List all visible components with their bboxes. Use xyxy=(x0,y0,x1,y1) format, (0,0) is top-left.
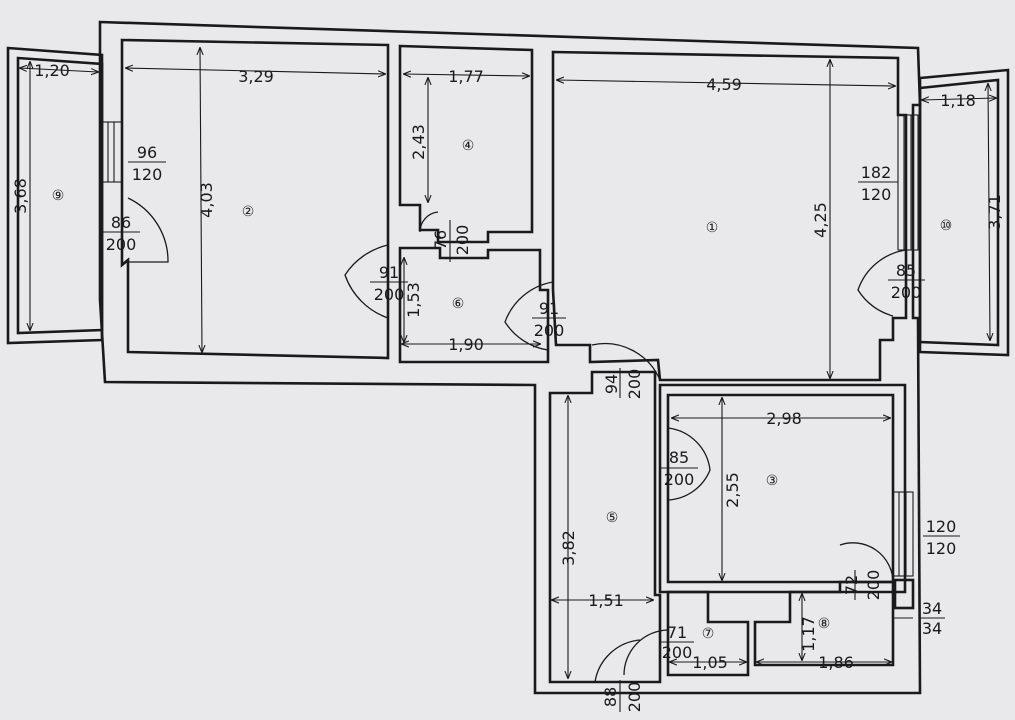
room-number-6: ⑥ xyxy=(452,296,465,312)
wall-outer xyxy=(98,20,922,695)
opening-label-window-room-3-width: 120 xyxy=(926,517,957,536)
opening-label-window-room-2-height: 120 xyxy=(132,165,163,184)
dimension-lines xyxy=(20,48,996,712)
dim-label-room-2-width: 3,29 xyxy=(238,67,274,86)
room-number-2: ② xyxy=(242,204,255,220)
opening-label-door-room-7-height: 200 xyxy=(662,643,693,662)
door-swing-room-6 xyxy=(344,244,389,319)
room-number-5: ⑤ xyxy=(606,510,619,526)
door-swing-room-10 xyxy=(857,249,907,317)
opening-label-door-room-3-width: 85 xyxy=(669,448,689,467)
opening-label-door-room-5-width: 94 xyxy=(602,374,621,394)
dim-label-room-8-width: 1,86 xyxy=(818,653,854,672)
wall-room-3 xyxy=(666,393,895,584)
door-swing-room-4 xyxy=(419,211,439,233)
opening-label-door-room-6-height: 200 xyxy=(374,285,405,304)
opening-label-window-room-1-width: 182 xyxy=(861,163,892,182)
window-room-1 xyxy=(897,114,919,251)
opening-label-door-room-2-width: 86 xyxy=(111,213,131,232)
dim-label-room-2-depth: 4,03 xyxy=(197,182,216,218)
door-swing-room-7 xyxy=(623,629,669,676)
wall-room-6 xyxy=(398,246,550,364)
room-number-9: ⑨ xyxy=(52,188,65,204)
dim-label-room-1-depth: 4,25 xyxy=(811,202,830,238)
opening-label-door-room-2-height: 200 xyxy=(106,235,137,254)
window-room-3 xyxy=(892,491,914,577)
wall-room-3-outer xyxy=(658,383,907,594)
door-swing-entrance xyxy=(594,639,641,683)
opening-label-door-room-8-height: 200 xyxy=(864,570,883,601)
room-number-4: ④ xyxy=(462,138,475,154)
opening-label-door-room-1-width: 91 xyxy=(539,299,559,318)
window-room-2 xyxy=(99,121,123,183)
dim-label-room-5-depth: 3,82 xyxy=(559,530,578,566)
wall-room-5 xyxy=(548,370,662,684)
window-room-8 xyxy=(893,607,913,619)
opening-label-vent-width: 34 xyxy=(922,599,942,618)
room-number-3: ③ xyxy=(766,473,779,489)
room-number-8: ⑧ xyxy=(818,616,831,632)
door-swing-room-2 xyxy=(127,197,169,263)
dim-label-balcony-10-width: 1,18 xyxy=(940,91,976,110)
windows xyxy=(99,114,919,619)
door-swing-room-5 xyxy=(591,342,661,381)
dim-label-room-6-width: 1,90 xyxy=(448,335,484,354)
opening-label-door-room-10-height: 200 xyxy=(891,283,922,302)
dim-label-room-1-width: 4,59 xyxy=(706,75,742,94)
opening-labels: 96 120 86 200 76 200 91 200 91 200 182 1… xyxy=(106,143,957,712)
opening-label-door-room-3-height: 200 xyxy=(664,470,695,489)
dim-label-balcony-10-depth: 3,71 xyxy=(985,194,1004,230)
dim-label-room-7-width: 1,05 xyxy=(692,653,728,672)
wall-room-7 xyxy=(666,590,750,677)
dim-label-room-3-depth: 2,55 xyxy=(723,472,742,508)
dim-label-room-8-depth: 1,17 xyxy=(799,616,818,652)
opening-label-entrance-width: 88 xyxy=(601,687,620,707)
opening-label-entrance-height: 200 xyxy=(625,682,644,713)
opening-label-door-room-7-width: 71 xyxy=(667,623,687,642)
wall-room-1 xyxy=(551,50,908,382)
dim-label-room-3-width: 2,98 xyxy=(766,409,802,428)
dim-label-room-4-width: 1,77 xyxy=(448,67,484,86)
opening-label-door-room-4-width: 76 xyxy=(431,230,450,250)
opening-label-door-room-6-width: 91 xyxy=(379,263,399,282)
wall-room-4 xyxy=(398,44,534,244)
room-numbers: ① ② ③ ④ ⑤ ⑥ ⑦ ⑧ ⑨ ⑩ xyxy=(52,138,953,642)
room-number-7: ⑦ xyxy=(702,626,715,642)
door-swing-room-3 xyxy=(667,427,711,501)
dim-label-balcony-9-depth: 3,68 xyxy=(11,178,30,214)
opening-label-door-room-5-height: 200 xyxy=(625,369,644,400)
opening-label-door-room-4-height: 200 xyxy=(453,225,472,256)
wall-balcony-10-inner xyxy=(918,78,1000,347)
opening-label-door-room-10-width: 85 xyxy=(896,261,916,280)
wall-room-2 xyxy=(120,38,390,360)
room-number-10: ⑩ xyxy=(940,218,953,234)
dimension-labels: 1,20 3,29 1,77 4,59 1,18 3,68 4,03 2,43 … xyxy=(11,61,1004,672)
opening-label-door-room-8-width: 72 xyxy=(842,575,861,595)
dim-label-balcony-9-width: 1,20 xyxy=(34,61,70,80)
opening-label-window-room-2-width: 96 xyxy=(137,143,157,162)
dim-label-room-4-depth: 2,43 xyxy=(409,124,428,160)
door-swings xyxy=(127,197,907,683)
opening-label-window-room-3-height: 120 xyxy=(926,539,957,558)
door-swing-room-8 xyxy=(839,542,894,583)
dim-label-room-5-width: 1,51 xyxy=(588,591,624,610)
room-number-1: ① xyxy=(706,220,719,236)
dim-label-room-6-depth: 1,53 xyxy=(404,282,423,318)
opening-label-window-room-1-height: 120 xyxy=(861,185,892,204)
opening-label-vent-height: 34 xyxy=(922,619,942,638)
opening-label-door-room-1-height: 200 xyxy=(534,321,565,340)
